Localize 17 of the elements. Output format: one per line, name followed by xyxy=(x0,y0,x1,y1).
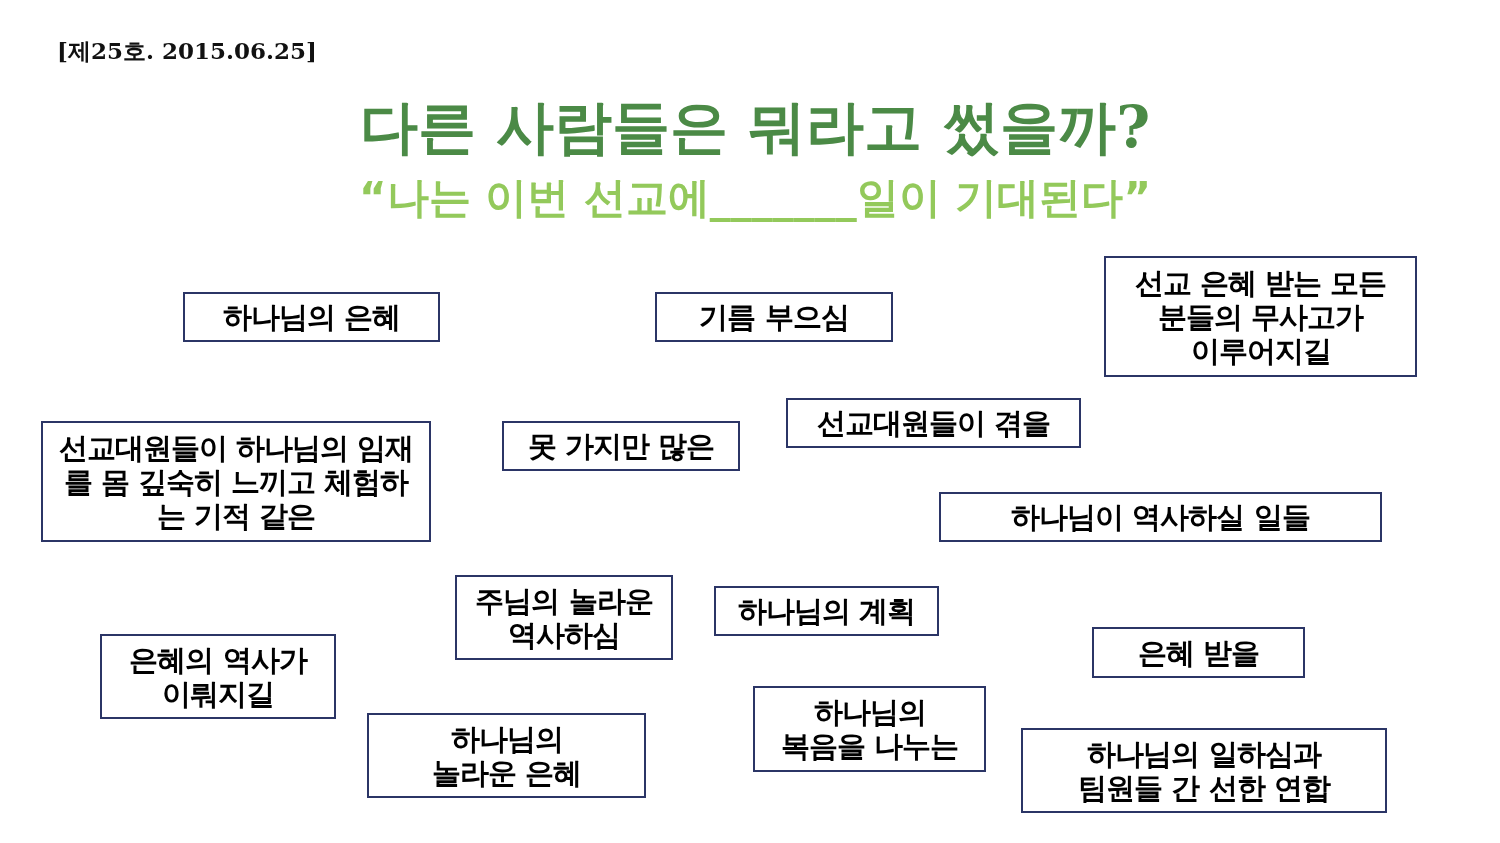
text-box: 주님의 놀라운 역사하심 xyxy=(455,575,673,660)
text-box: 하나님의 일하심과 팀원들 간 선한 연합 xyxy=(1021,728,1387,813)
text-box: 선교대원들이 겪을 xyxy=(786,398,1081,448)
text-box: 하나님의 놀라운 은혜 xyxy=(367,713,646,798)
text-box: 하나님의 계획 xyxy=(714,586,939,636)
issue-date: [제25호. 2015.06.25] xyxy=(57,36,317,66)
text-box: 은혜 받을 xyxy=(1092,627,1305,678)
subtitle: “나는 이번 선교에_______일이 기대된다” xyxy=(357,172,1153,224)
text-box: 기름 부으심 xyxy=(655,292,893,342)
text-box: 선교 은혜 받는 모든 분들의 무사고가 이루어지길 xyxy=(1104,256,1417,377)
text-box: 못 가지만 많은 xyxy=(502,421,740,471)
title: 다른 사람들은 뭐라고 썼을까? xyxy=(358,92,1152,162)
text-box: 선교대원들이 하나님의 임재를 몸 깊숙히 느끼고 체험하는 기적 같은 xyxy=(41,421,431,542)
text-box: 하나님의 복음을 나누는 xyxy=(753,686,986,772)
text-box: 하나님의 은혜 xyxy=(183,292,440,342)
text-box: 하나님이 역사하실 일들 xyxy=(939,492,1382,542)
text-box: 은혜의 역사가 이뤄지길 xyxy=(100,634,336,719)
